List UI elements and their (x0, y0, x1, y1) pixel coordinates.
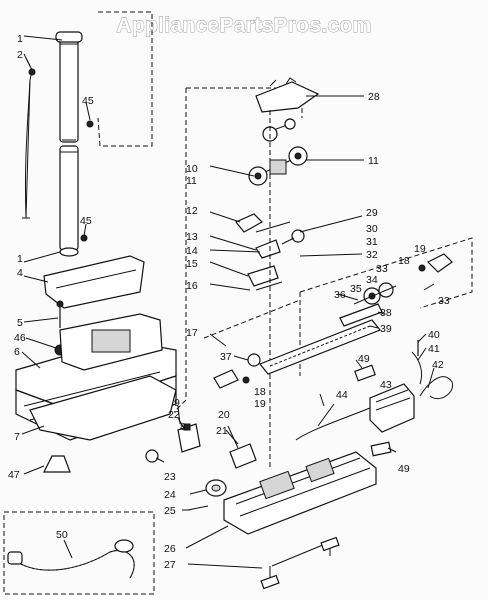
callout-4: 4 (17, 267, 23, 279)
screw (423, 283, 435, 291)
handle-upper-tube (55, 31, 83, 143)
bracket (370, 441, 392, 457)
callout-43: 43 (380, 379, 392, 391)
wheel-axle-lower (248, 146, 308, 186)
callout-23: 23 (164, 471, 176, 483)
callout-10: 10 (186, 163, 198, 175)
callout-5: 5 (17, 317, 23, 329)
callout-33: 33 (438, 295, 450, 307)
callout-21: 21 (216, 425, 228, 437)
callout-40: 40 (428, 329, 440, 341)
callout-28: 28 (368, 91, 380, 103)
switch (177, 423, 201, 453)
belt-pulley (353, 282, 397, 305)
callout-44: 44 (336, 389, 348, 401)
callout-37: 37 (220, 351, 232, 363)
callout-9: 9 (174, 397, 180, 409)
switch-cover (229, 443, 257, 469)
axle-bar (260, 536, 340, 590)
end-cap-right (418, 253, 453, 273)
callout-24: 24 (164, 489, 176, 501)
housing-top-cover (43, 255, 145, 309)
callout-45: 45 (82, 95, 94, 107)
callout-49: 49 (358, 353, 370, 365)
callout-8: 8 (180, 421, 186, 433)
watermark: AppliancePartsPros.com (116, 14, 371, 37)
callout-26: 26 (164, 543, 176, 555)
callout-15: 15 (186, 258, 198, 270)
callout-19: 19 (414, 243, 426, 255)
hose (7, 539, 135, 579)
callout-17: 17 (186, 327, 198, 339)
callout-16: 16 (186, 280, 198, 292)
base-nozzle (223, 451, 377, 535)
screw (56, 300, 64, 328)
callout-31: 31 (366, 236, 378, 248)
handle-lower-tube (59, 145, 79, 257)
callout-33: 33 (376, 263, 388, 275)
top-bracket (255, 77, 320, 113)
callout-12: 12 (186, 205, 198, 217)
callout-34: 34 (366, 274, 378, 286)
leader-lines (21, 35, 435, 569)
pivot-bracket (235, 213, 291, 233)
callout-29: 29 (366, 207, 378, 219)
height-adjuster (255, 229, 305, 259)
callout-36: 36 (334, 289, 346, 301)
callout-1: 1 (17, 253, 23, 265)
brushroll-group-outline (203, 237, 473, 376)
callout-30: 30 (366, 223, 378, 235)
callout-19: 19 (254, 398, 266, 410)
callout-32: 32 (366, 249, 378, 261)
callout-38: 38 (380, 307, 392, 319)
callout-49: 49 (398, 463, 410, 475)
callout-27: 27 (164, 559, 176, 571)
callout-39: 39 (380, 323, 392, 335)
motor (295, 383, 415, 441)
callout-50: 50 (56, 529, 68, 541)
callout-14: 14 (186, 245, 198, 257)
knob (145, 449, 159, 463)
callout-11: 11 (368, 155, 379, 167)
hose-group-outline (3, 511, 155, 595)
callout-18: 18 (254, 386, 266, 398)
callout-11: 11 (186, 175, 197, 187)
latch-plate (247, 265, 283, 291)
axle-rod (187, 505, 209, 511)
callout-46: 46 (14, 332, 26, 344)
handle-group-outline (97, 11, 153, 147)
callout-22: 22 (168, 409, 180, 421)
callout-2: 2 (17, 49, 23, 61)
handle-screw (86, 120, 94, 128)
callout-45: 45 (80, 215, 92, 227)
callout-25: 25 (164, 505, 176, 517)
beater-bar (339, 303, 383, 327)
callout-20: 20 (218, 409, 230, 421)
end-cap-left (213, 353, 261, 389)
bottom-plate (29, 375, 177, 441)
brushroll (259, 319, 381, 375)
callout-18: 18 (398, 255, 410, 267)
callout-42: 42 (432, 359, 444, 371)
callout-7: 7 (14, 431, 20, 443)
callout-35: 35 (350, 283, 362, 295)
wheel (205, 479, 227, 497)
bracket (354, 364, 376, 382)
callout-6: 6 (14, 346, 20, 358)
callout-13: 13 (186, 231, 198, 243)
foot (43, 455, 71, 473)
wire (317, 403, 335, 427)
cord-strap (22, 57, 36, 219)
callout-1: 1 (17, 33, 23, 45)
callout-41: 41 (428, 343, 440, 355)
wheel-axle-upper (262, 118, 296, 142)
callout-47: 47 (8, 469, 20, 481)
